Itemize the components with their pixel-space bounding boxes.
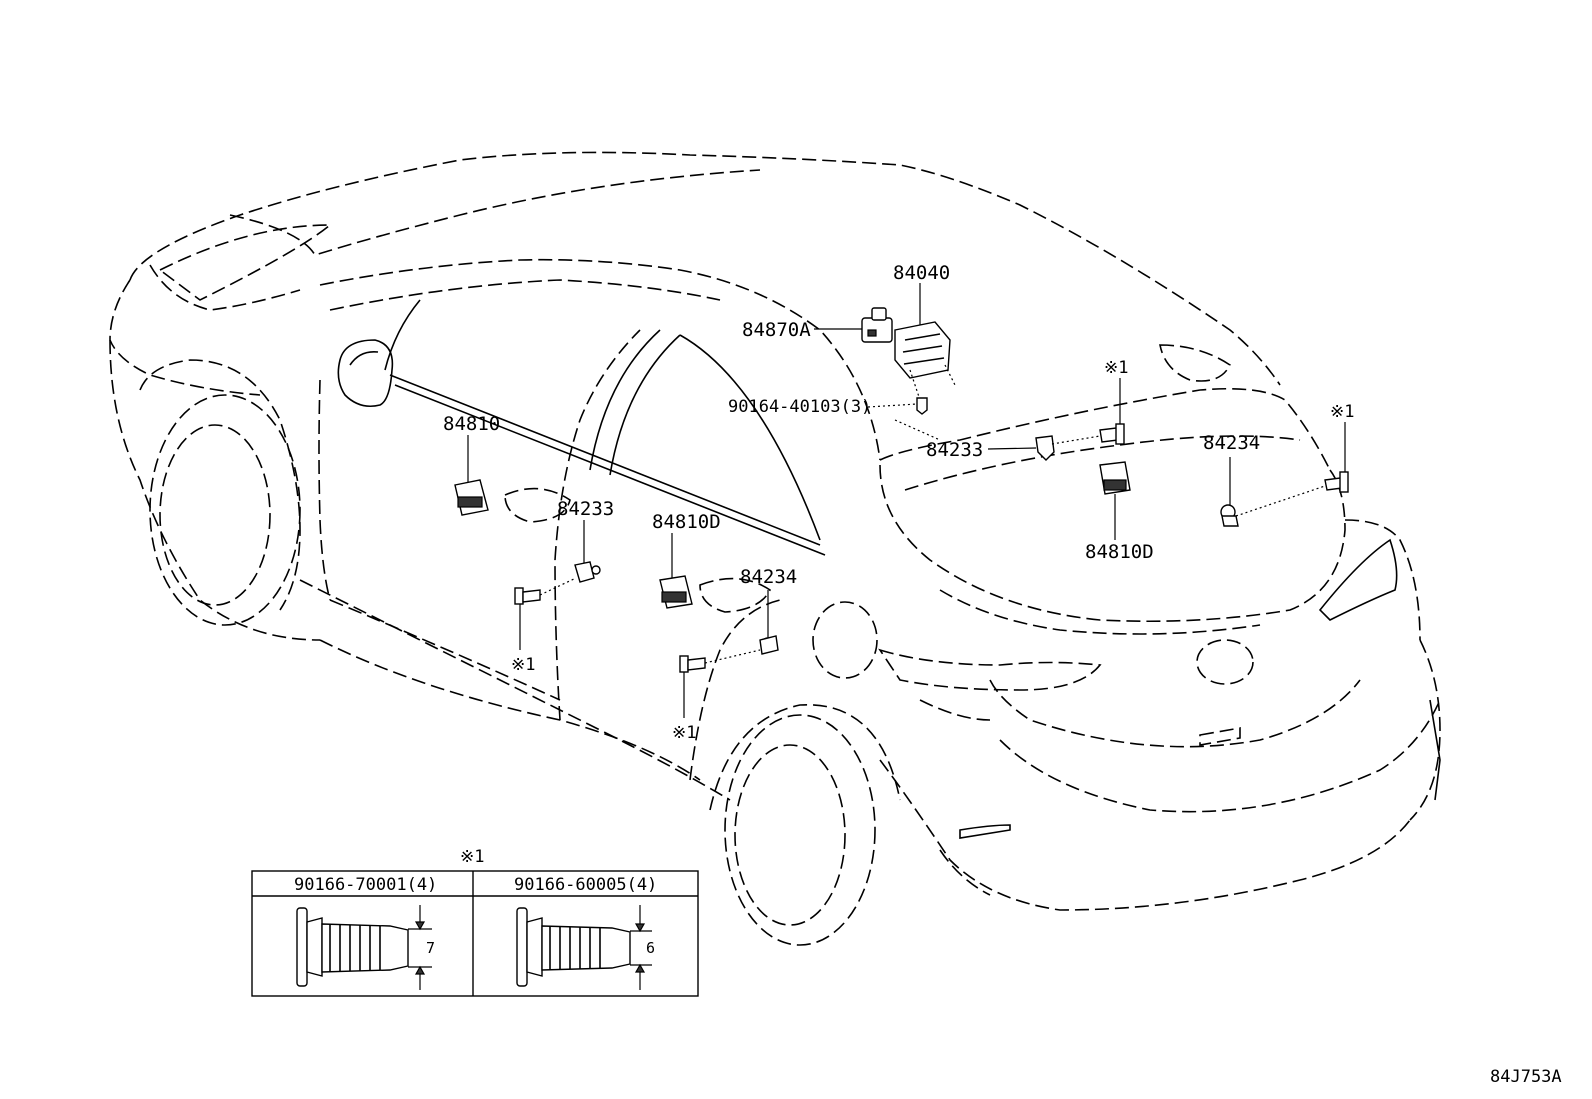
- car-outline: [109, 151, 1441, 946]
- callout-labels: 84040 84870A 90164-40103(3) 84233 ※1 848…: [443, 262, 1354, 743]
- label-84810D-door: 84810D: [652, 511, 721, 533]
- label-84234-rear: 84234: [1203, 432, 1260, 454]
- leader-lines: [467, 283, 1346, 718]
- label-84233-center: 84233: [926, 439, 983, 461]
- part-84234-door: [759, 635, 779, 655]
- part-84810D-rear: [1099, 461, 1131, 495]
- part-84233-center: [1035, 435, 1055, 461]
- table-note-mark: ※1: [460, 847, 484, 867]
- part-84870A: [861, 307, 893, 343]
- note-mark-c: ※1: [511, 655, 535, 675]
- bolt-center: [1099, 423, 1125, 445]
- label-84810: 84810: [443, 413, 500, 435]
- bolt-70001-drawing: [296, 905, 432, 990]
- label-84234-door: 84234: [740, 566, 797, 588]
- bolt-door: [514, 587, 541, 605]
- part-84040: [894, 321, 956, 401]
- label-84870A: 84870A: [742, 319, 811, 341]
- fastener-table: ※1 90166-70001(4) 90166-60005(4) 7: [251, 847, 699, 997]
- part-84810D-door: [659, 575, 693, 609]
- part-84234-rear: [1220, 504, 1239, 527]
- diagram-code: 84J753A: [1490, 1067, 1562, 1087]
- table-col1-partno: 90166-70001(4): [294, 875, 437, 895]
- bolt-60005-drawing: [516, 905, 652, 990]
- table-col1-dimension: 7: [426, 939, 435, 957]
- label-84233-door: 84233: [557, 498, 614, 520]
- bolt-right: [1324, 471, 1349, 493]
- table-col2-dimension: 6: [646, 939, 655, 957]
- bolt-lower-door: [679, 655, 706, 673]
- note-mark-d: ※1: [672, 723, 696, 743]
- part-90164-screw: [916, 397, 928, 415]
- part-84233-door: [574, 561, 601, 583]
- part-84810: [454, 479, 489, 516]
- label-84040: 84040: [893, 262, 950, 284]
- table-col2-partno: 90166-60005(4): [514, 875, 657, 895]
- note-mark-b: ※1: [1330, 402, 1354, 422]
- label-84810D-rear: 84810D: [1085, 541, 1154, 563]
- label-90164-40103: 90164-40103(3): [728, 397, 871, 417]
- note-mark-a: ※1: [1104, 358, 1128, 378]
